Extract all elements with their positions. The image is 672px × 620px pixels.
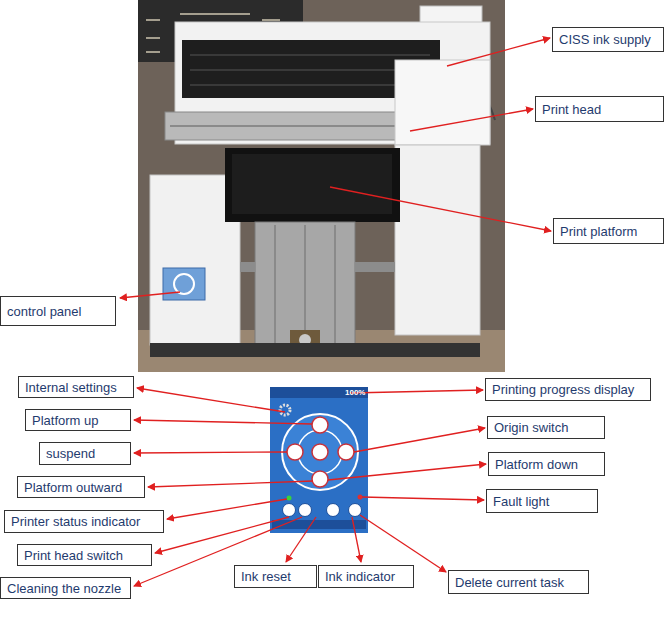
callout-text: Fault light <box>493 494 549 509</box>
callout-box: suspend <box>39 442 131 465</box>
callout-box: Print head <box>535 96 664 122</box>
progress-percent: 100% <box>345 388 365 397</box>
callout-text: suspend <box>46 446 95 461</box>
callout-text: Ink reset <box>241 569 291 584</box>
callout-text: Platform up <box>32 413 98 428</box>
callout-text: Cleaning the nozzle <box>7 581 121 596</box>
callout-box: Platform up <box>25 409 131 431</box>
callout-box: control panel <box>0 296 116 326</box>
callout-text: CISS ink supply <box>559 32 651 47</box>
callout-text: Printing progress display <box>492 382 634 397</box>
callout-box: Printer status indicator <box>4 510 164 533</box>
callout-box: CISS ink supply <box>552 27 664 52</box>
callout-text: Printer status indicator <box>11 514 140 529</box>
callout-box: Cleaning the nozzle <box>0 577 131 599</box>
callout-text: Print platform <box>560 224 637 239</box>
callout-box: Platform down <box>488 452 605 476</box>
callout-text: Platform outward <box>24 480 122 495</box>
callout-text: Internal settings <box>25 380 117 395</box>
callout-box: Internal settings <box>18 376 134 398</box>
callout-text: Platform down <box>495 457 578 472</box>
callout-box: Fault light <box>486 489 598 513</box>
callout-text: Origin switch <box>494 420 568 435</box>
callout-box: Origin switch <box>487 416 605 439</box>
callout-text: Print head switch <box>24 548 123 563</box>
callout-text: Print head <box>542 102 601 117</box>
callout-box: Print head switch <box>17 544 152 566</box>
callout-box: Print platform <box>553 218 664 244</box>
callout-box: Printing progress display <box>485 378 651 401</box>
callout-box: Delete current task <box>448 570 589 594</box>
callout-text: Delete current task <box>455 575 564 590</box>
callout-text: control panel <box>7 304 81 319</box>
callout-box: Platform outward <box>17 476 145 498</box>
callout-box: Ink indicator <box>318 565 414 588</box>
callout-box: Ink reset <box>234 565 317 588</box>
callout-text: Ink indicator <box>325 569 395 584</box>
